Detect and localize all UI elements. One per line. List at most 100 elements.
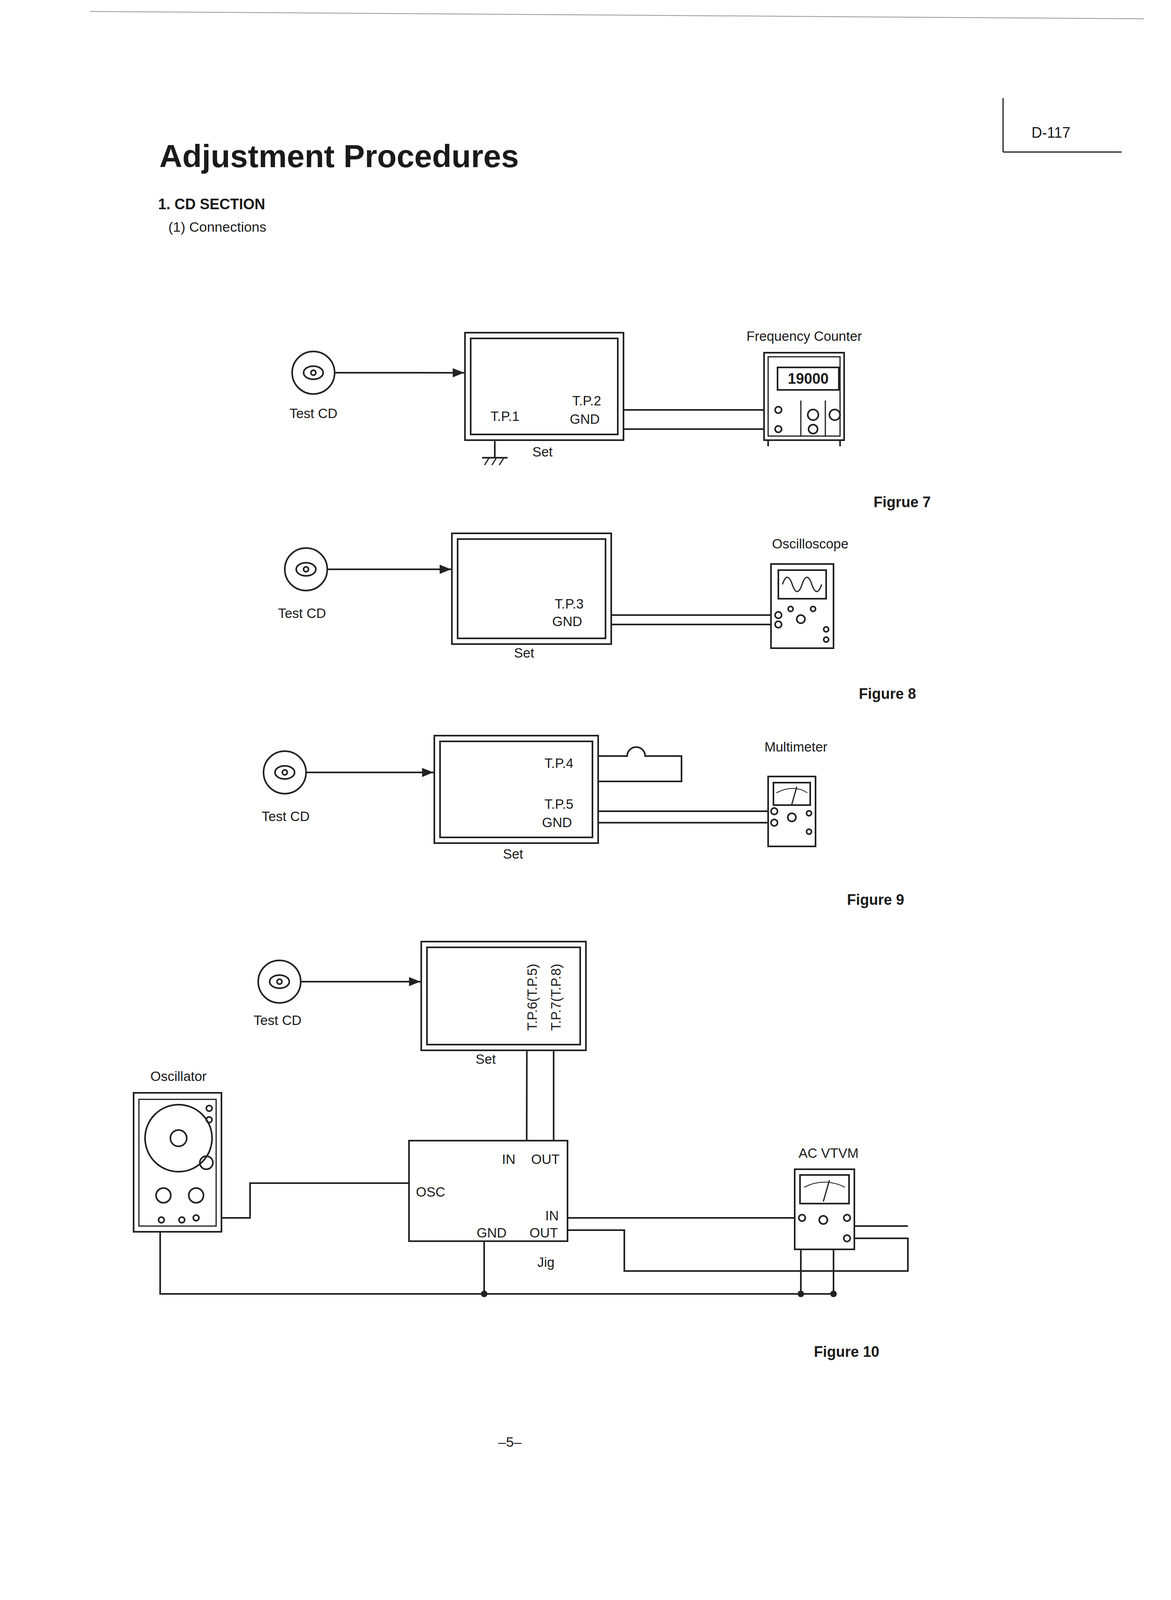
drawn-line xyxy=(482,456,508,459)
drawn-line xyxy=(484,458,489,465)
node-text: GND xyxy=(542,815,573,830)
drawn-path xyxy=(598,746,682,782)
figure-caption: Figure 10 xyxy=(813,1343,880,1360)
node-text: AC VTVM xyxy=(798,1145,859,1161)
drawn-line xyxy=(791,786,797,805)
node-text: GND xyxy=(569,411,600,427)
section-heading: (1) Connections xyxy=(168,219,267,235)
drawn-circle xyxy=(775,621,782,628)
node-text: GND xyxy=(476,1225,507,1241)
drawn-circle xyxy=(806,829,812,834)
drawn-circle xyxy=(798,1214,806,1221)
drawn-line xyxy=(824,400,827,436)
drawn-rect xyxy=(457,538,606,639)
connector xyxy=(334,371,465,374)
drawn-circle xyxy=(807,409,819,421)
connector xyxy=(624,428,764,430)
drawn-line xyxy=(612,614,771,616)
drawn-circle xyxy=(282,769,288,775)
drawn-circle xyxy=(206,1116,213,1123)
drawn-circle xyxy=(158,1216,165,1223)
drawn-rect xyxy=(800,1174,850,1204)
node-text: T.P.6(T.P.5) xyxy=(525,963,540,1031)
node-text: Test CD xyxy=(278,605,327,621)
connector xyxy=(222,1182,409,1218)
node-text: T.P.7(T.P.8) xyxy=(548,963,564,1031)
node-text: Set xyxy=(502,846,524,862)
drawn-path xyxy=(804,1182,845,1188)
connector xyxy=(300,980,421,983)
node-text: Test CD xyxy=(261,808,310,824)
oscilloscope: Oscilloscope xyxy=(770,563,835,649)
page-code: D-117 xyxy=(1031,124,1071,141)
drawn-circle xyxy=(775,425,782,433)
page-title: Adjustment Procedures xyxy=(159,138,519,175)
drawn-circle xyxy=(843,1214,851,1221)
connector xyxy=(598,821,768,824)
node-text: Multimeter xyxy=(764,739,828,755)
test-cd: Test CD xyxy=(258,960,301,1003)
drawn-circle xyxy=(263,750,307,794)
connector xyxy=(327,568,452,570)
frequency-counter: Frequency Counter19000 xyxy=(763,351,845,441)
set-unit: T.P.1T.P.2GNDSet xyxy=(464,331,625,441)
node-text: T.P.1 xyxy=(490,408,520,424)
drawn-circle xyxy=(808,424,818,434)
drawn-circle xyxy=(188,1187,204,1203)
drawn-path xyxy=(782,577,822,592)
node-text: T.P.2 xyxy=(572,393,602,409)
node-text: IN xyxy=(545,1208,559,1223)
drawn-circle xyxy=(823,636,829,642)
node-text: OUT xyxy=(529,1225,559,1241)
drawn-circle xyxy=(770,819,778,826)
figure-caption: Figure 9 xyxy=(846,891,905,908)
drawn-rect xyxy=(773,782,811,805)
drawn-line xyxy=(598,810,768,812)
drawn-rect xyxy=(470,338,618,435)
multimeter: Multimeter xyxy=(767,775,817,847)
node-text: Test CD xyxy=(289,406,338,421)
drawn-circle xyxy=(277,978,282,984)
drawn-circle xyxy=(284,547,328,591)
figure-caption: Figrue 7 xyxy=(873,493,931,511)
drawn-line xyxy=(89,11,1145,19)
drawn-circle xyxy=(156,1187,171,1203)
node-text: Set xyxy=(513,645,535,661)
drawn-line xyxy=(499,458,504,465)
test-jig: INOUTOSCINOUTGNDJig xyxy=(408,1139,569,1242)
node-text: Jig xyxy=(537,1254,555,1270)
connector xyxy=(306,771,434,774)
drawn-rect xyxy=(778,569,827,599)
drawn-circle xyxy=(770,807,778,815)
drawn-rect xyxy=(138,1099,217,1226)
drawn-line xyxy=(1002,98,1004,152)
node-text: T.P.3 xyxy=(554,596,584,612)
set-unit: T.P.6(T.P.5)T.P.7(T.P.8)Set xyxy=(420,940,587,1051)
drawn-line xyxy=(552,1050,555,1140)
drawn-rect xyxy=(777,367,839,390)
drawn-circle xyxy=(292,351,335,394)
drawn-ellipse xyxy=(269,974,290,988)
node-text: Set xyxy=(532,444,553,460)
drawn-circle xyxy=(193,1214,199,1221)
drawn-circle xyxy=(178,1216,185,1223)
drawn-path xyxy=(776,788,808,793)
drawn-circle xyxy=(170,1129,187,1147)
node-text: Oscillator xyxy=(150,1068,207,1084)
drawn-ellipse xyxy=(296,562,316,576)
drawn-line xyxy=(1003,151,1122,153)
drawn-path xyxy=(568,1229,908,1271)
drawn-circle xyxy=(787,813,796,822)
drawn-circle xyxy=(796,614,805,624)
drawn-circle xyxy=(810,606,816,612)
drawn-circle xyxy=(819,1215,828,1224)
node-text: GND xyxy=(552,614,583,629)
drawn-circle xyxy=(788,606,794,612)
set-unit: T.P.4T.P.5GNDSet xyxy=(433,734,599,844)
connector xyxy=(525,1050,528,1140)
drawn-ellipse xyxy=(303,366,324,380)
drawn-circle xyxy=(843,1234,851,1242)
set-unit: T.P.3GNDSet xyxy=(451,532,613,645)
